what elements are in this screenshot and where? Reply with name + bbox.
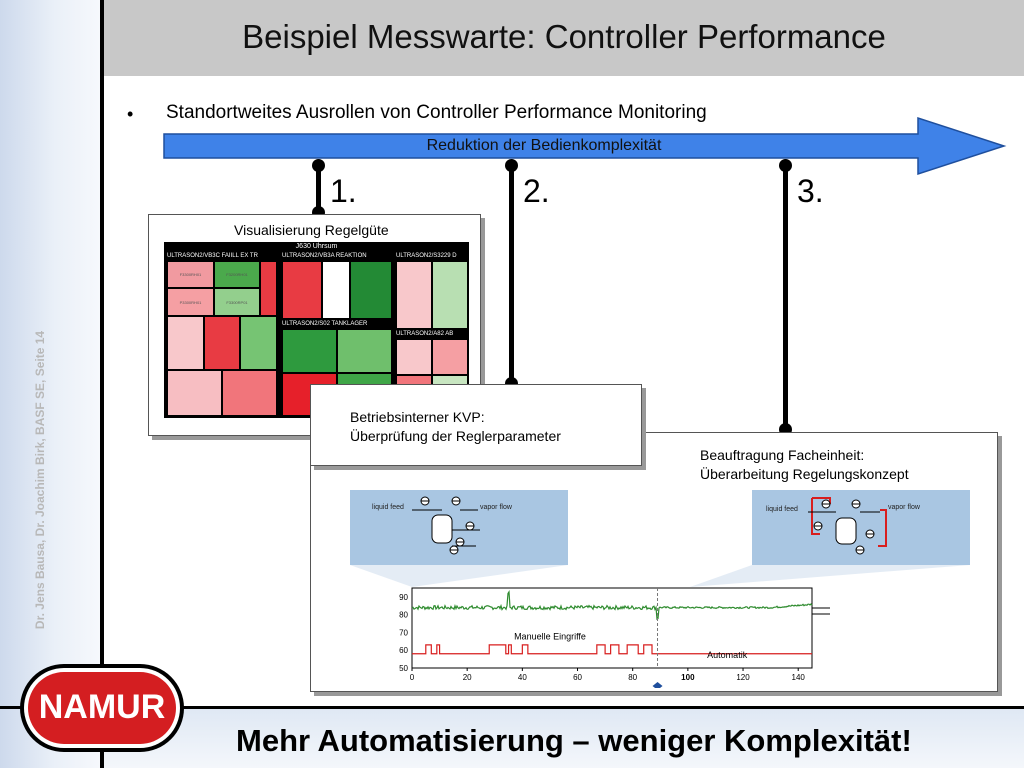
y-tick-label: 60 [399,646,408,655]
step3-caption-line2: Überarbeitung Regelungskonzept [700,466,909,482]
x-tick-label: 100 [681,673,695,682]
treemap-cell[interactable] [167,370,222,416]
y-tick-label: 90 [399,593,408,602]
treemap-cell[interactable] [282,329,337,373]
step1-number: 1. [330,173,357,209]
plot-frame [411,587,813,669]
feed-label: liquid feed [766,506,798,513]
step3-caption: Beauftragung Facheinheit: Überarbeitung … [700,446,909,484]
complexity-arrow [163,116,1007,176]
visualization-caption: Visualisierung Regelgüte [234,222,389,238]
x-tick-label: 0 [410,673,415,682]
treemap-cell[interactable] [396,261,432,329]
title-bar [104,0,1024,76]
left-gradient-band [0,0,100,768]
vapor-label: vapor flow [888,504,920,511]
automatic-label: Automatik [707,650,748,660]
treemap-cell[interactable] [260,261,277,316]
x-tick-label: 80 [628,673,637,682]
treemap-cell[interactable] [240,316,277,370]
x-tick-label: 20 [463,673,472,682]
namur-logo [28,672,176,744]
treemap-cell[interactable] [396,339,432,375]
bullet-marker: • [127,104,134,124]
step2-caption-line1: Betriebsinterner KVP: [350,409,485,425]
slide-title: Beispiel Messwarte: Controller Performan… [242,18,886,55]
column-schematic [412,496,480,555]
treemap-cell[interactable] [222,370,277,416]
zoom-connectors [350,565,970,587]
controller-trend-chart: 90 80 70 60 50 0 20 40 60 80 100 120 140 Manuelle E… [399,587,830,688]
treemap-section-label: ULTRASON2/VB3A REAKTION [282,253,367,259]
step2-knob [505,159,518,172]
y-tick-label: 50 [399,664,408,673]
step3-stem [783,162,788,430]
manual-interventions-label: Manuelle Eingriffe [514,632,586,642]
step1-knob [312,159,325,172]
left-divider [100,0,104,768]
step2-number: 2. [523,173,550,209]
x-tick-label: 40 [518,673,527,682]
treemap-cell[interactable]: P3300RH01 [167,288,214,316]
step3-caption-line1: Beauftragung Facheinheit: [700,447,865,463]
treemap-section-label: ULTRASON2/S02 TANKLAGER [282,321,368,327]
namur-logo-text: NAMUR [38,688,166,726]
changeover-diamond [652,682,663,688]
footer-slogan: Mehr Automatisierung – weniger Komplexit… [236,723,912,758]
step2-caption-line2: Überprüfung der Reglerparameter [350,428,561,444]
step2-stem [509,162,514,383]
treemap-cell[interactable] [337,329,392,373]
step3-number: 3. [797,173,824,209]
column-schematic [808,497,887,555]
step2-caption: Betriebsinterner KVP: Überprüfung der Re… [350,408,561,446]
treemap-section-label: ULTRASON2/S3229 D [396,253,457,259]
treemap-section-label: ULTRASON2/VB3C FAIILL EX TR [167,253,258,259]
treemap-cell[interactable] [167,316,204,370]
pid-diagram-revised: liquid feed vapor flow [752,490,970,565]
kvp-panel [310,384,642,466]
process-value-series [411,590,813,621]
treemap-cell[interactable]: F3300RH01 [167,261,214,288]
vapor-label: vapor flow [480,504,512,511]
treemap-section-label: ULTRASON2/A82 AB [396,331,454,337]
feed-label: liquid feed [372,504,404,511]
pid-diagram-original: liquid feed vapor flow [350,490,568,565]
treemap-cell[interactable] [432,261,468,329]
treemap-cell[interactable] [432,339,468,375]
footer-band [104,709,1024,768]
y-tick-label: 70 [399,628,408,637]
treemap-cell[interactable] [350,261,392,319]
y-tick-label: 80 [399,611,408,620]
treemap-title: J630 Uhrsum [295,243,338,250]
step1-stem [316,162,321,217]
treemap-cell[interactable] [282,261,322,319]
x-tick-label: 60 [573,673,582,682]
step3-knob [779,159,792,172]
bullet-text: Standortweites Ausrollen von Controller … [166,102,707,123]
footer-rule [0,706,1024,709]
treemap-cell[interactable]: F3200RH01 [214,261,260,288]
treemap-cell[interactable] [204,316,240,370]
x-tick-label: 120 [736,673,750,682]
arrow-label: Reduktion der Bedienkomplexität [426,137,662,154]
treemap-cell[interactable]: F3300RP01 [214,288,260,316]
operating-mode-series [412,644,812,655]
treemap-cell[interactable] [322,261,350,319]
x-tick-label: 140 [792,673,806,682]
author-credit: Dr. Jens Bausa, Dr. Joachim Birk, BASF S… [33,330,47,630]
